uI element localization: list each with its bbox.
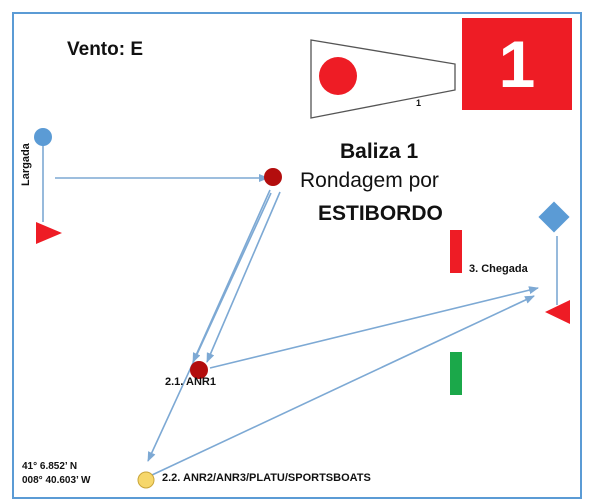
mark-number-flag: 1 xyxy=(462,18,572,110)
pennant-number-label: 1 xyxy=(416,98,422,108)
green-channel-marker xyxy=(450,352,462,395)
mark-22-buoy xyxy=(137,471,155,489)
mark-1-buoy xyxy=(264,168,282,186)
start-label: Largada xyxy=(20,143,32,186)
start-blue-buoy xyxy=(34,128,52,146)
finish-label: 3. Chegada xyxy=(469,263,528,275)
rounding-label: Rondagem por xyxy=(300,169,439,192)
leg-mark22-to-finish xyxy=(151,295,535,476)
leg-mark1-to-mark21-b xyxy=(206,191,281,363)
pennant-red-disc xyxy=(319,57,357,95)
mark-title: Baliza 1 xyxy=(340,140,419,163)
leg-mark21-to-finish xyxy=(209,286,539,369)
red-channel-marker xyxy=(450,230,462,273)
coordinate-latitude: 41° 6.852’ N xyxy=(22,461,78,472)
wind-label: Vento: E xyxy=(67,39,144,60)
rounding-side: ESTIBORDO xyxy=(318,202,443,225)
mark-21-label: 2.1. ANR1 xyxy=(165,376,216,388)
coordinate-longitude: 008° 40.603’ W xyxy=(22,475,91,486)
leg-mark1-to-mark22 xyxy=(147,192,272,462)
mark-22-label: 2.2. ANR2/ANR3/PLATU/SPORTSBOATS xyxy=(162,472,371,484)
finish-blue-diamond xyxy=(538,201,570,233)
finish-red-flag xyxy=(545,300,570,324)
mark-21-buoy xyxy=(190,361,208,379)
start-red-flag xyxy=(36,222,62,244)
